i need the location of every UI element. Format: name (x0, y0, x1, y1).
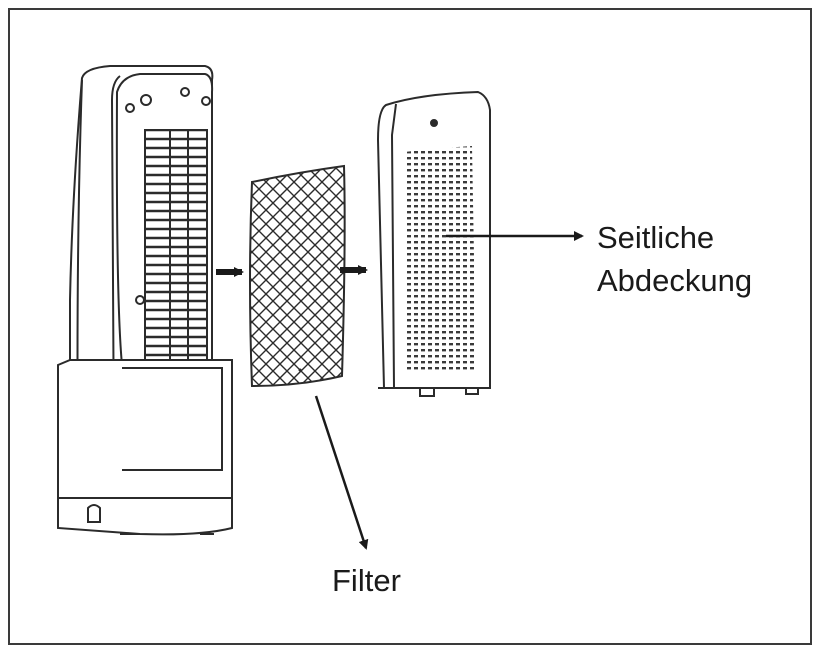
side-cover-label-line2: Abdeckung (597, 263, 753, 298)
side-cover-part (376, 90, 491, 397)
side-cover-label-line1: Seitliche (597, 220, 715, 255)
tower-grill (144, 129, 208, 366)
screw-hole-3 (180, 87, 190, 97)
screw-hole-1 (125, 103, 135, 113)
tower-device (57, 65, 233, 536)
filter-mesh-part (249, 164, 346, 388)
screw-hole-2 (140, 94, 152, 106)
diagram-frame (8, 8, 812, 645)
screw-hole-5 (135, 295, 145, 305)
filter-label: Filter (332, 563, 401, 598)
screw-hole-4 (201, 96, 211, 106)
tower-base (57, 359, 233, 499)
leader-to-filter-label (314, 395, 369, 550)
tower-foot (57, 497, 233, 536)
tower-base-inner (122, 367, 223, 471)
leader-lines (314, 231, 584, 550)
